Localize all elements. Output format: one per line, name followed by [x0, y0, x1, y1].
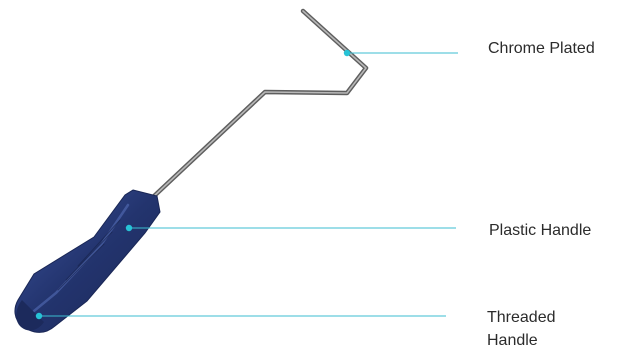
chrome-plated-label: Chrome Plated [488, 37, 595, 60]
chrome-wire-frame [152, 11, 366, 198]
threaded-marker-dot [36, 313, 42, 319]
plastic-marker-dot [126, 225, 132, 231]
plastic-handle-label: Plastic Handle [489, 219, 591, 242]
threaded-handle-label-line2: Handle [487, 329, 607, 352]
threaded-handle-label: Threaded Handle [487, 306, 607, 352]
threaded-handle-label-line1: Threaded [487, 306, 607, 329]
chrome-marker-dot [344, 50, 350, 56]
plastic-handle [15, 190, 160, 332]
